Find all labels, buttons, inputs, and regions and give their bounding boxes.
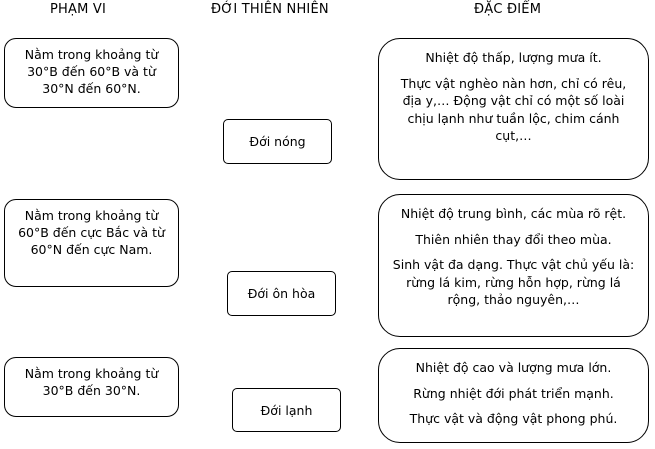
zone-box-cold: Đới lạnh (232, 388, 341, 432)
feature-box-3: Nhiệt độ cao và lượng mưa lớn. Rừng nhiệ… (378, 348, 649, 443)
feature-3-line-3: Thực vật và động vật phong phú. (409, 411, 618, 426)
feature-box-1: Nhiệt độ thấp, lượng mưa ít. Thực vật ng… (378, 38, 649, 180)
zone-label-cold: Đới lạnh (260, 402, 313, 418)
range-box-3: Nằm trong khoảng từ 30°B đến 30°N. (4, 357, 179, 417)
feature-2-line-2: Thiên nhiên thay đổi theo mùa. (415, 231, 612, 247)
range-text-3: Nằm trong khoảng từ 30°B đến 30°N. (24, 366, 159, 398)
zone-label-temperate: Đới ôn hòa (247, 286, 316, 301)
feature-2-line-3: Sinh vật đa dạng. Thực vật chủ yếu là: r… (392, 257, 635, 307)
feature-3-line-2: Rừng nhiệt đới phát triển mạnh. (413, 385, 614, 401)
feature-3-line-1: Nhiệt độ cao và lượng mưa lớn. (415, 360, 612, 375)
range-text-1: Nằm trong khoảng từ 30°B đến 60°B và từ … (24, 47, 159, 96)
header-range: PHẠM VI (50, 2, 106, 17)
header-zone: ĐỚI THIÊN NHIÊN (211, 2, 329, 17)
range-box-1: Nằm trong khoảng từ 30°B đến 60°B và từ … (4, 38, 179, 108)
feature-1-line-1: Nhiệt độ thấp, lượng mưa ít. (425, 50, 602, 65)
feature-2-line-1: Nhiệt độ trung bình, các mùa rõ rệt. (400, 206, 627, 221)
zone-label-hot: Đới nóng (249, 134, 306, 149)
feature-1-line-2: Thực vật nghèo nàn hơn, chỉ có rêu, địa … (400, 75, 627, 144)
feature-box-2: Nhiệt độ trung bình, các mùa rõ rệt. Thi… (378, 194, 649, 337)
range-box-2: Nằm trong khoảng từ 60°B đến cực Bắc và … (4, 199, 179, 287)
zone-box-temperate: Đới ôn hòa (227, 271, 336, 316)
zone-box-hot: Đới nóng (223, 119, 332, 164)
header-features: ĐẶC ĐIỂM (474, 2, 542, 17)
range-text-2: Nằm trong khoảng từ 60°B đến cực Bắc và … (18, 208, 165, 257)
